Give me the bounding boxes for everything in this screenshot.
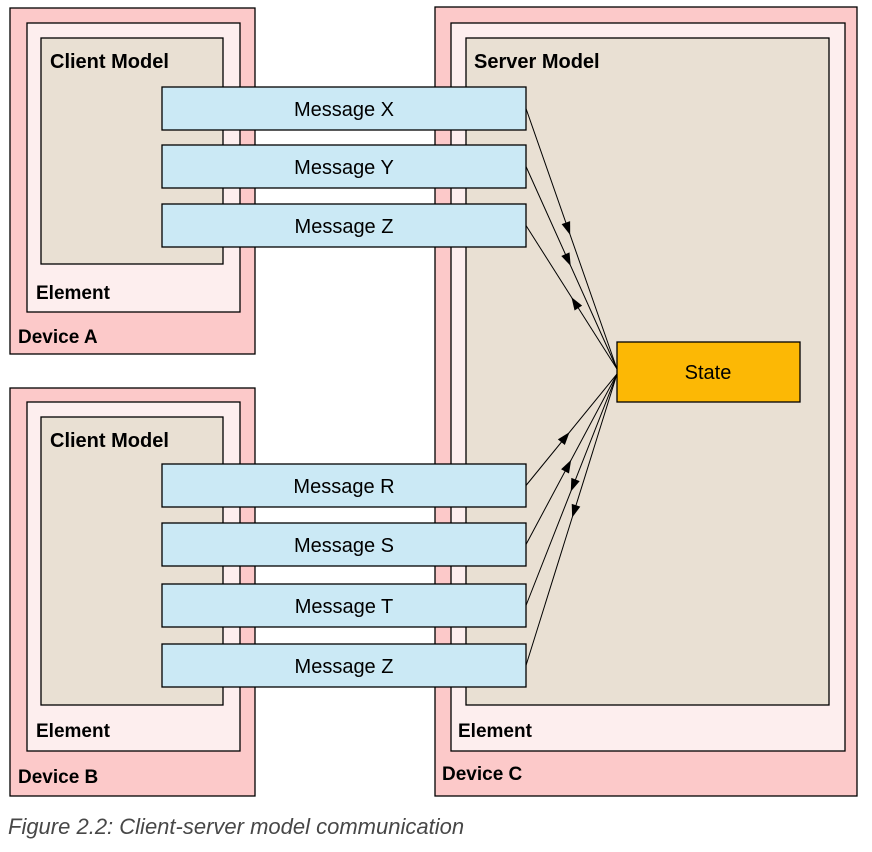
- state-group: State: [616, 341, 801, 403]
- element-c-label: Element: [458, 721, 533, 742]
- message-label: Message S: [294, 535, 394, 557]
- device-b-label: Device B: [18, 767, 98, 788]
- message-box: [161, 643, 527, 688]
- message-label: Message Z: [295, 216, 394, 238]
- figure-caption: Figure 2.2: Client-server model communic…: [8, 814, 464, 839]
- client-model-a-label: Client Model: [50, 51, 169, 73]
- state-label: State: [685, 362, 732, 384]
- device-a-label: Device A: [18, 327, 98, 348]
- connection-state-to-message-z-device-a-arrowhead: [571, 297, 583, 311]
- state-box: [616, 341, 801, 403]
- message-box: [161, 583, 527, 628]
- message-box: [161, 144, 527, 189]
- message-label: Message X: [294, 99, 394, 121]
- connection-state-to-message-t-arrowhead: [570, 477, 580, 492]
- server-model-label: Server Model: [474, 51, 600, 73]
- connection-state-to-message-z-device-b: [525, 373, 618, 666]
- message-label: Message Z: [295, 656, 394, 678]
- message-box: [161, 463, 527, 508]
- connection-message-x-to-state-arrowhead: [561, 221, 571, 235]
- device-c-label: Device C: [442, 764, 523, 785]
- connection-message-y-to-state: [525, 166, 618, 370]
- message-box: [161, 86, 527, 131]
- message-box: [161, 522, 527, 567]
- connection-message-y-to-state-arrowhead: [561, 252, 571, 267]
- client-model-b-label: Client Model: [50, 430, 169, 452]
- connection-message-r-to-state-arrowhead: [557, 432, 570, 446]
- connection-message-r-to-state: [525, 373, 618, 486]
- connection-message-s-to-state-arrowhead: [561, 459, 572, 474]
- element-a-label: Element: [36, 283, 111, 304]
- connection-message-x-to-state: [525, 108, 618, 370]
- connection-message-s-to-state: [525, 373, 618, 545]
- connection-state-to-message-z-device-b-arrowhead: [571, 503, 581, 518]
- message-label: Message Y: [294, 157, 394, 179]
- message-box: [161, 203, 527, 248]
- device-b-messages: Message R Message S Message T Message Z: [161, 463, 527, 688]
- device-a-messages: Message X Message Y Message Z: [161, 86, 527, 248]
- message-label: Message T: [295, 596, 394, 618]
- element-b-label: Element: [36, 721, 111, 742]
- message-label: Message R: [293, 476, 394, 498]
- connections-group: [525, 108, 618, 666]
